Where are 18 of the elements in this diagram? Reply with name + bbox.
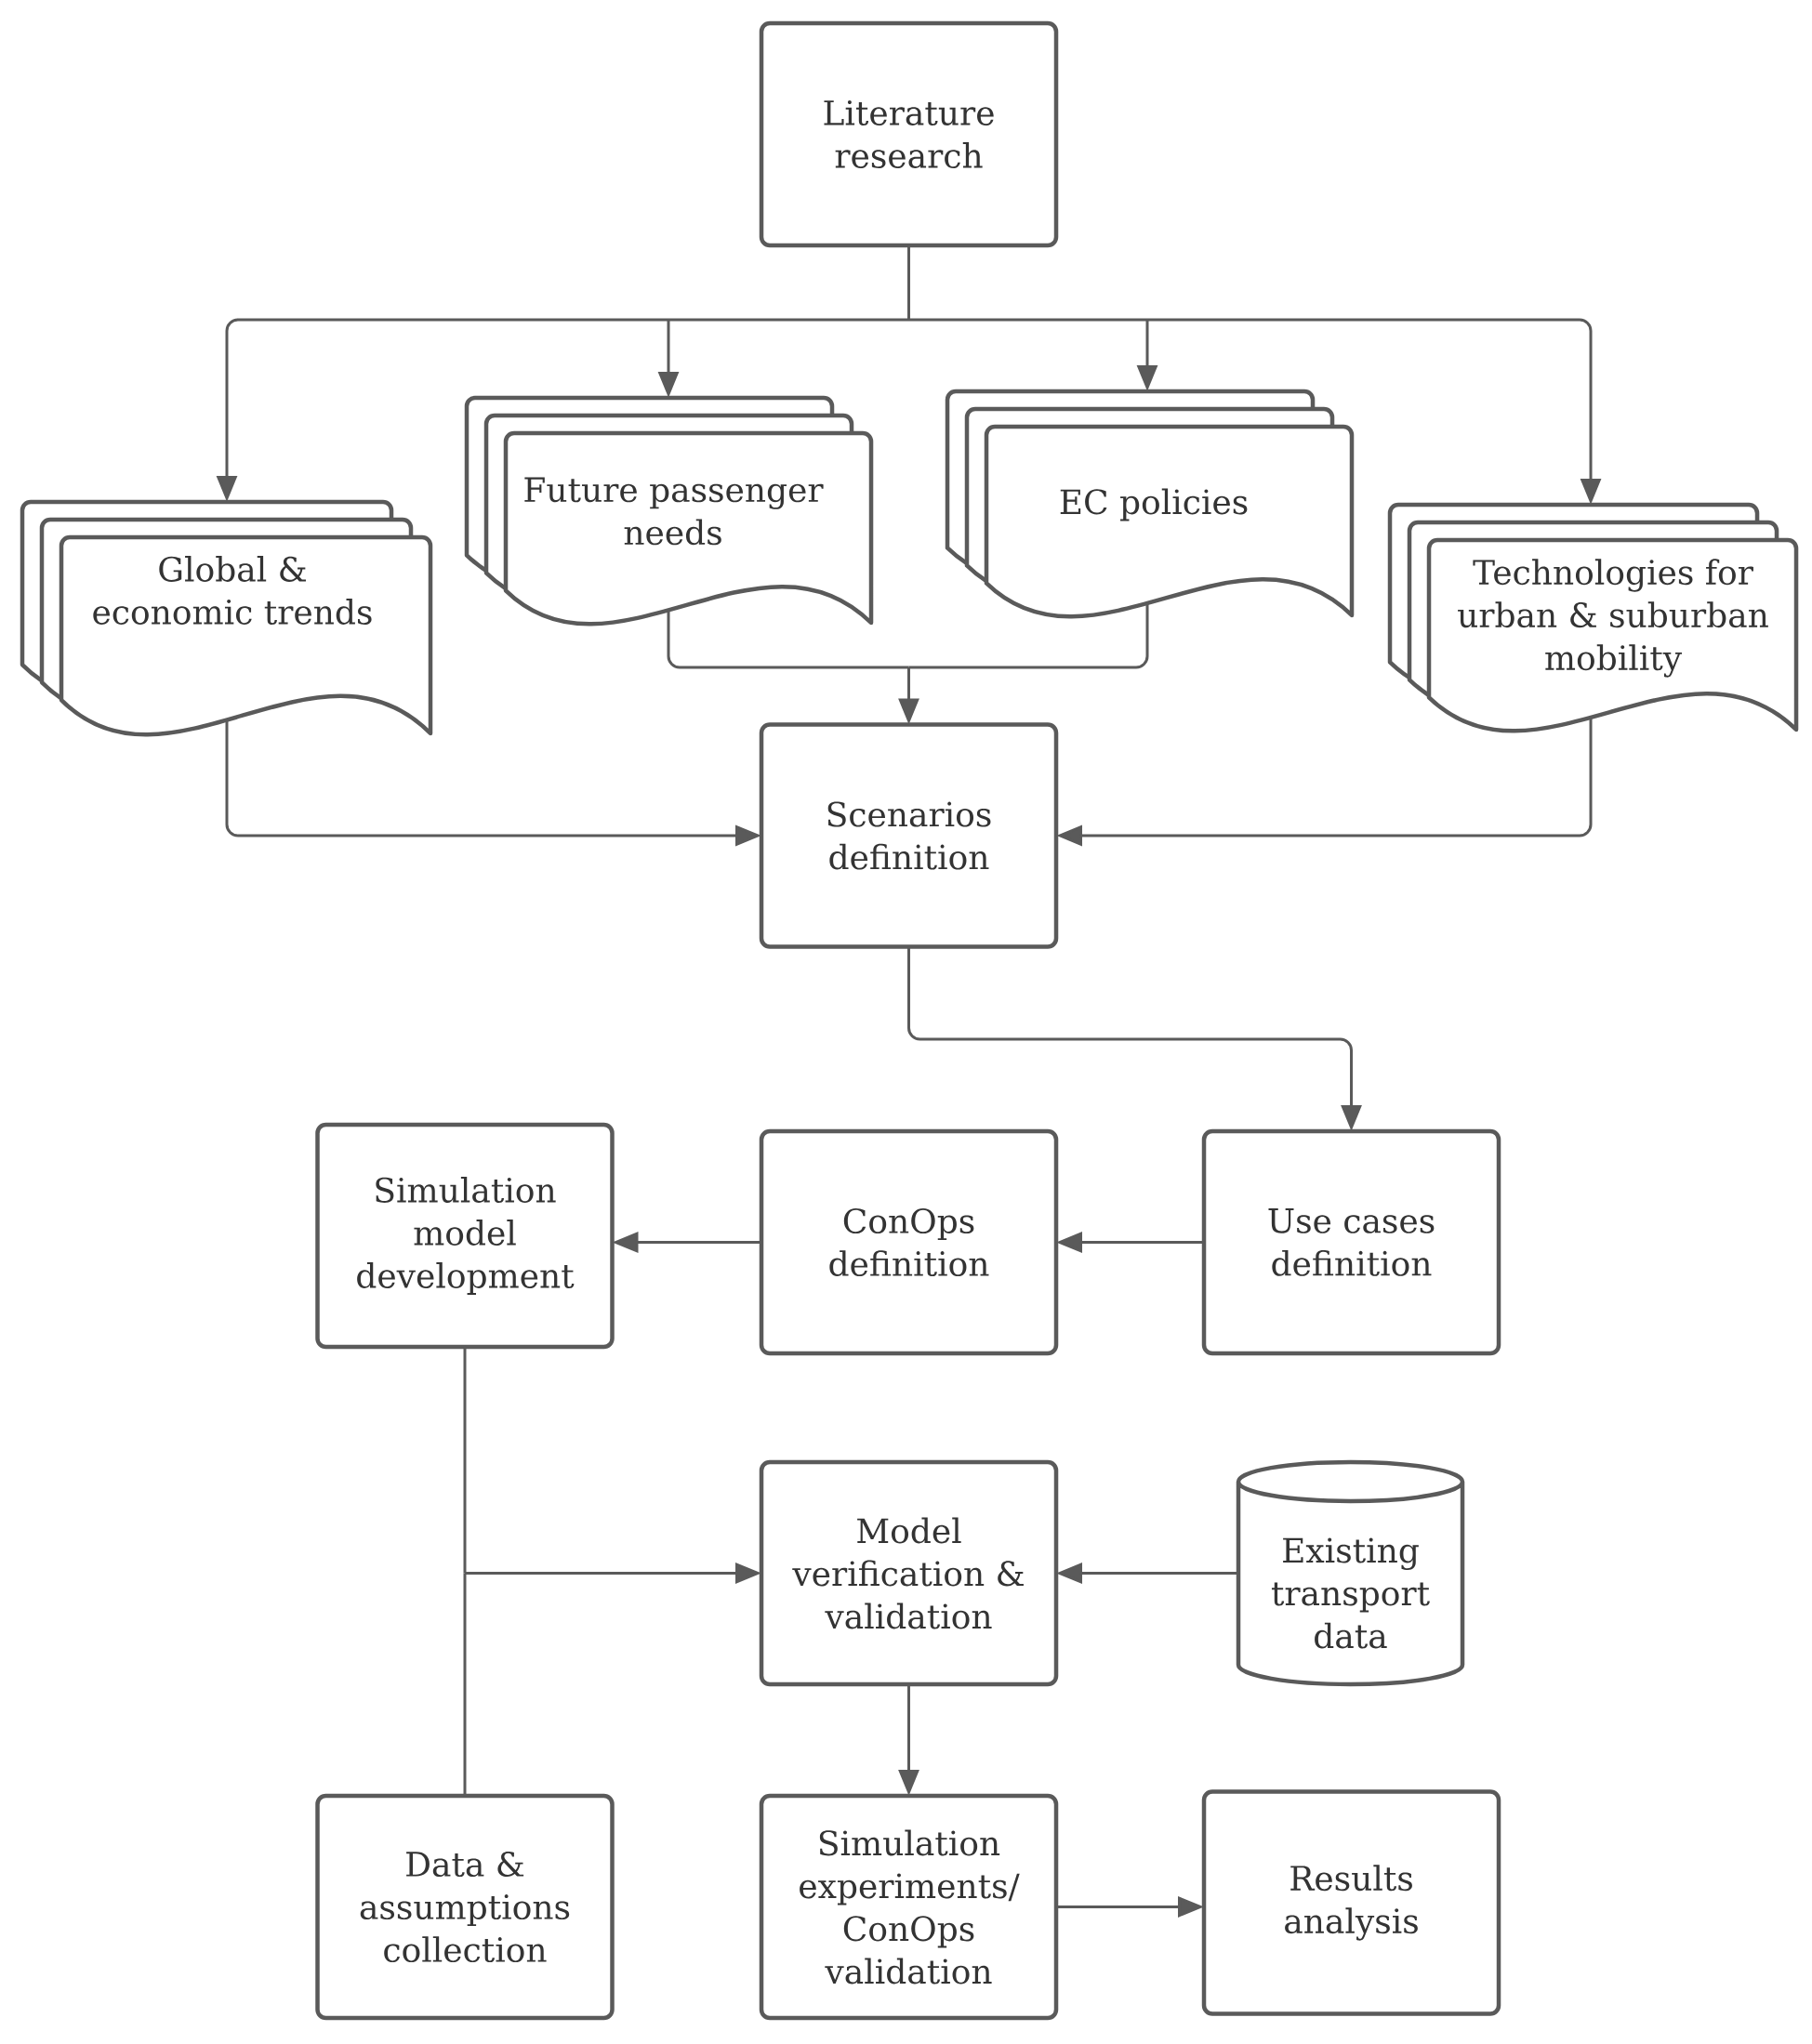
connector-line	[908, 603, 1149, 669]
process-box: Scenarios definition	[759, 722, 1059, 949]
process-box: Simulation experiments/ ConOps validation	[759, 1793, 1059, 2021]
process-box: Model verification & validation	[759, 1459, 1059, 1687]
process-box: Results analysis	[1201, 1789, 1501, 2016]
document-stack: Global & economic trends	[20, 499, 433, 737]
process-box: Literature research	[759, 20, 1059, 248]
connector-line	[667, 610, 909, 669]
process-box: ConOps definition	[759, 1128, 1059, 1356]
connector-line	[463, 1573, 467, 1796]
database-cylinder: Existing transport data	[1236, 1459, 1465, 1687]
process-box: Use cases definition	[1201, 1128, 1501, 1356]
connector-line	[463, 1347, 467, 1574]
document-stack: Future passenger needs	[464, 395, 874, 626]
document-stack: Technologies for urban & suburban mobility	[1387, 502, 1799, 733]
process-box: Data & assumptions collection	[315, 1793, 615, 2021]
process-box: Simulation model development	[315, 1122, 615, 1350]
document-stack: EC policies	[945, 389, 1355, 619]
